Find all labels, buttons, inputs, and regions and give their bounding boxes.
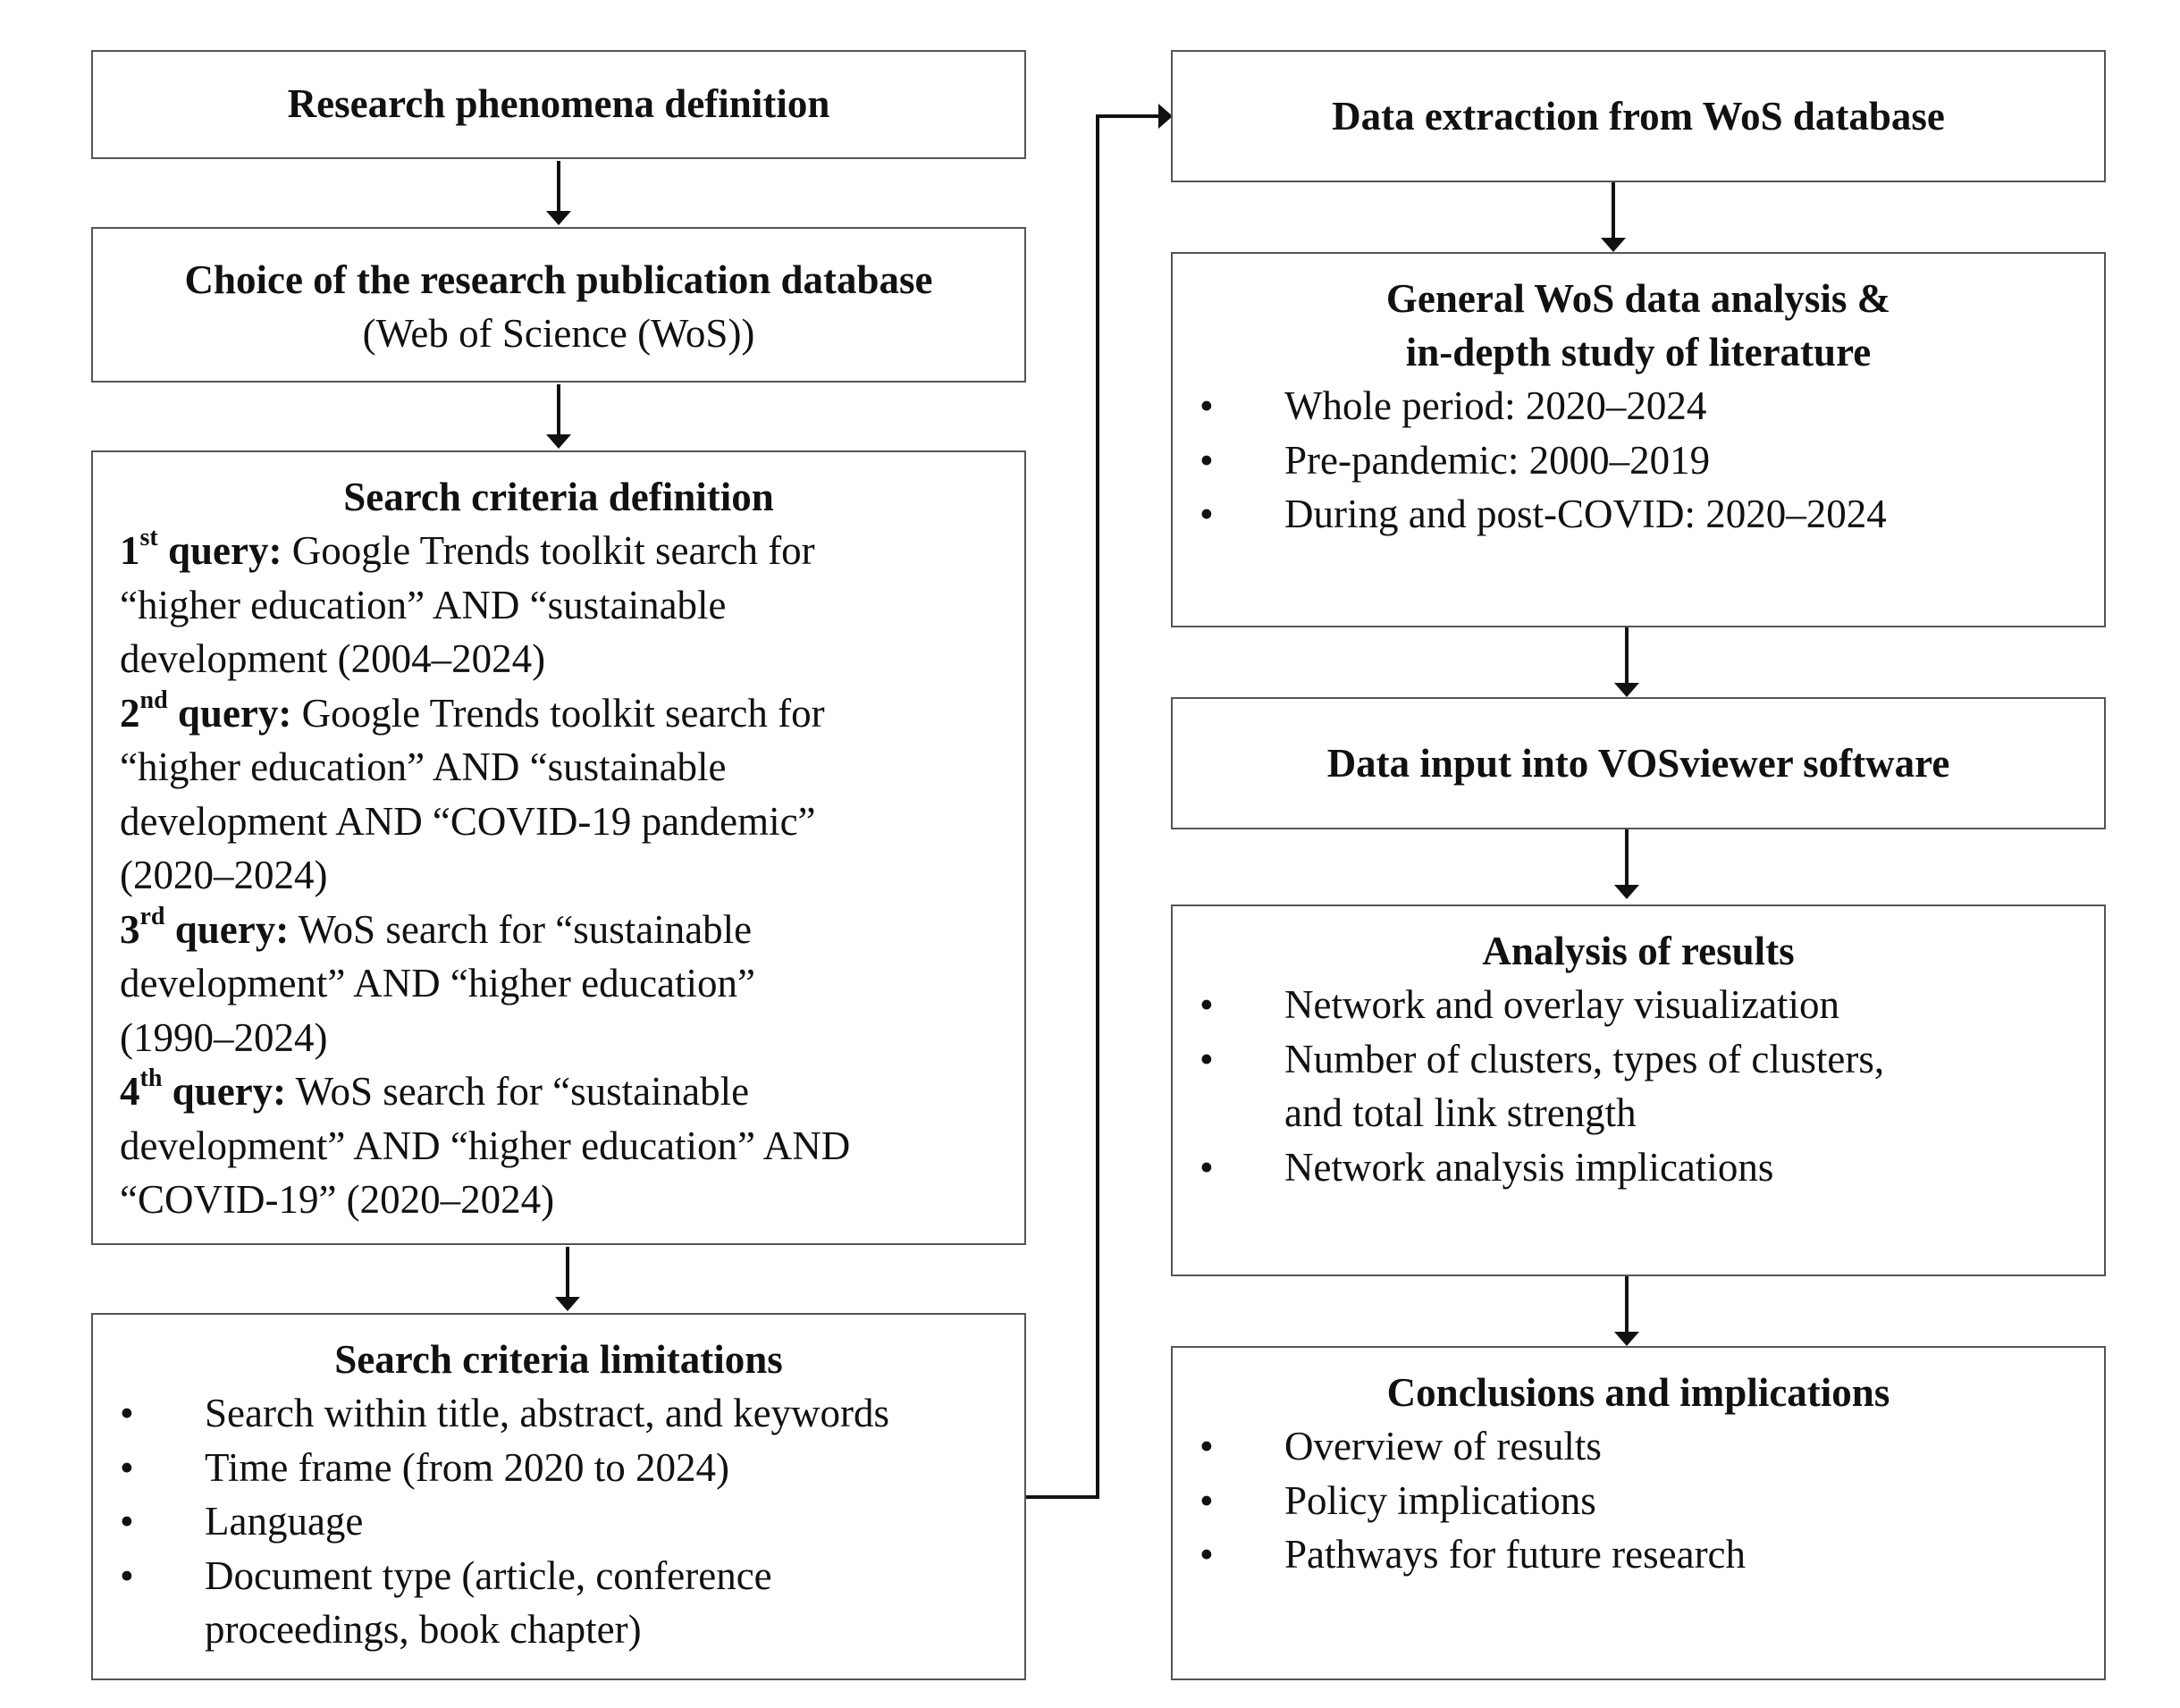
query-4-line-1: WoS search for “sustainable	[286, 1069, 750, 1114]
query-4-line-3: “COVID-19” (2020–2024)	[120, 1177, 555, 1222]
general-analysis-box: General WoS data analysis & in-depth stu…	[1171, 252, 2106, 627]
bullet-icon: •	[1199, 1532, 1214, 1577]
query-2-line-2: “higher education” AND “sustainable	[120, 745, 727, 789]
research-phenomena-box: Research phenomena definition	[91, 50, 1026, 159]
list-item: •Whole period: 2020–2024	[1173, 379, 2104, 433]
bullet-icon: •	[120, 1552, 134, 1598]
search-criteria-definition-box: Search criteria definition 1st query: Go…	[91, 450, 1026, 1245]
limitations-list: •Search within title, abstract, and keyw…	[93, 1386, 1024, 1657]
bullet-icon: •	[1199, 383, 1214, 428]
query-4-line-2: development” AND “higher education” AND	[120, 1123, 851, 1168]
query-2-line-3: development AND “COVID-19 pandemic”	[120, 798, 816, 844]
query-1-line-2: “higher education” AND “sustainable	[120, 582, 727, 627]
search-criteria-limitations-box: Search criteria limitations •Search with…	[91, 1313, 1026, 1680]
bullet-icon: •	[1199, 437, 1214, 483]
data-extraction-box: Data extraction from WoS database	[1171, 50, 2106, 182]
list-item: •Overview of results	[1173, 1419, 2104, 1474]
query-1-label: 1st query:	[120, 524, 282, 574]
list-item: •Network and overlay visualization	[1173, 978, 2104, 1032]
list-item: •During and post-COVID: 2020–2024	[1173, 487, 2104, 542]
list-item: •Pathways for future research	[1173, 1527, 2104, 1582]
bullet-icon: •	[1199, 982, 1214, 1027]
query-1: 1st query: Google Trends toolkit search …	[120, 524, 1015, 686]
analysis-periods-list: •Whole period: 2020–2024 •Pre-pandemic: …	[1173, 379, 2104, 542]
list-item: •Policy implications	[1173, 1474, 2104, 1528]
analysis-of-results-box: Analysis of results •Network and overlay…	[1171, 904, 2106, 1276]
conclusions-box: Conclusions and implications •Overview o…	[1171, 1346, 2106, 1680]
database-choice-subtitle: (Web of Science (WoS))	[362, 311, 755, 356]
bullet-icon: •	[1199, 1036, 1214, 1081]
query-4: 4th query: WoS search for “sustainable d…	[120, 1064, 1015, 1227]
search-criteria-limitations-title: Search criteria limitations	[334, 1337, 783, 1382]
list-item: •Time frame (from 2020 to 2024)	[93, 1441, 1024, 1495]
bullet-icon: •	[120, 1391, 134, 1435]
query-2-label: 2nd query:	[120, 686, 292, 736]
query-2-line-1: Google Trends toolkit search for	[291, 690, 825, 736]
query-3-line-1: WoS search for “sustainable	[289, 906, 753, 952]
query-3-line-2: development” AND “higher education”	[120, 961, 755, 1005]
arrow-left-to-right-elbow	[1026, 112, 1168, 1499]
bullet-icon: •	[1199, 1144, 1214, 1190]
results-list: •Network and overlay visualization •Numb…	[1173, 978, 2104, 1194]
general-analysis-title-line-1: General WoS data analysis &	[1385, 276, 1891, 321]
bullet-icon: •	[120, 1444, 134, 1490]
query-1-line-1: Google Trends toolkit search for	[282, 528, 815, 573]
vosviewer-input-box: Data input into VOSviewer software	[1171, 697, 2106, 829]
query-list: 1st query: Google Trends toolkit search …	[93, 524, 1024, 1227]
list-item: •Language	[93, 1494, 1024, 1549]
research-phenomena-title: Research phenomena definition	[287, 81, 830, 126]
analysis-of-results-title: Analysis of results	[1482, 929, 1795, 973]
database-choice-box: Choice of the research publication datab…	[91, 227, 1026, 383]
vosviewer-input-title: Data input into VOSviewer software	[1326, 741, 1950, 786]
bullet-icon: •	[120, 1499, 134, 1544]
bullet-icon: •	[1199, 1477, 1214, 1523]
query-2-line-4: (2020–2024)	[120, 853, 328, 897]
list-item: •Network analysis implications	[1173, 1140, 2104, 1195]
query-3: 3rd query: WoS search for “sustainable d…	[120, 903, 1015, 1065]
query-4-label: 4th query:	[120, 1064, 287, 1115]
query-3-line-3: (1990–2024)	[120, 1014, 328, 1060]
conclusions-list: •Overview of results •Policy implication…	[1173, 1419, 2104, 1582]
database-choice-title: Choice of the research publication datab…	[184, 257, 933, 302]
general-analysis-title-line-2: in-depth study of literature	[1405, 330, 1872, 374]
data-extraction-title: Data extraction from WoS database	[1332, 94, 1945, 139]
list-item: •Number of clusters, types of clusters,a…	[1173, 1032, 2104, 1140]
bullet-icon: •	[1199, 492, 1214, 536]
query-3-label: 3rd query:	[120, 902, 290, 952]
conclusions-title: Conclusions and implications	[1386, 1370, 1890, 1415]
bullet-icon: •	[1199, 1424, 1214, 1468]
search-criteria-definition-title: Search criteria definition	[343, 475, 774, 519]
list-item: •Search within title, abstract, and keyw…	[93, 1386, 1024, 1441]
query-2: 2nd query: Google Trends toolkit search …	[120, 686, 1015, 903]
list-item: •Pre-pandemic: 2000–2019	[1173, 433, 2104, 488]
query-1-line-3: development (2004–2024)	[120, 636, 546, 681]
